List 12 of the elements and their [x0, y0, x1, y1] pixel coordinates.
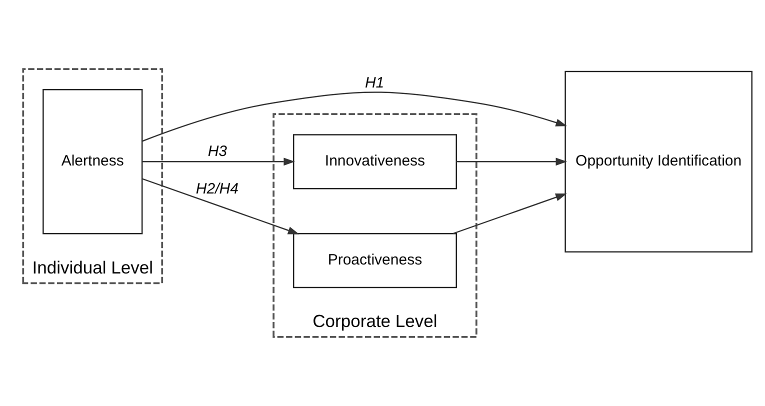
arrow: [452, 194, 567, 234]
edge-label: H3: [208, 143, 228, 160]
arrow: [142, 158, 295, 166]
edge-label: H1: [364, 74, 384, 92]
arrow: [142, 92, 568, 142]
node-box: Proactiveness: [292, 233, 457, 288]
edge-label: H2/H4: [196, 180, 238, 198]
node-box: Opportunity Identification: [564, 70, 752, 252]
arrow: [456, 158, 568, 166]
node-box: Alertness: [42, 89, 143, 234]
node-box: Innovativeness: [292, 134, 457, 190]
arrow: [142, 178, 300, 234]
